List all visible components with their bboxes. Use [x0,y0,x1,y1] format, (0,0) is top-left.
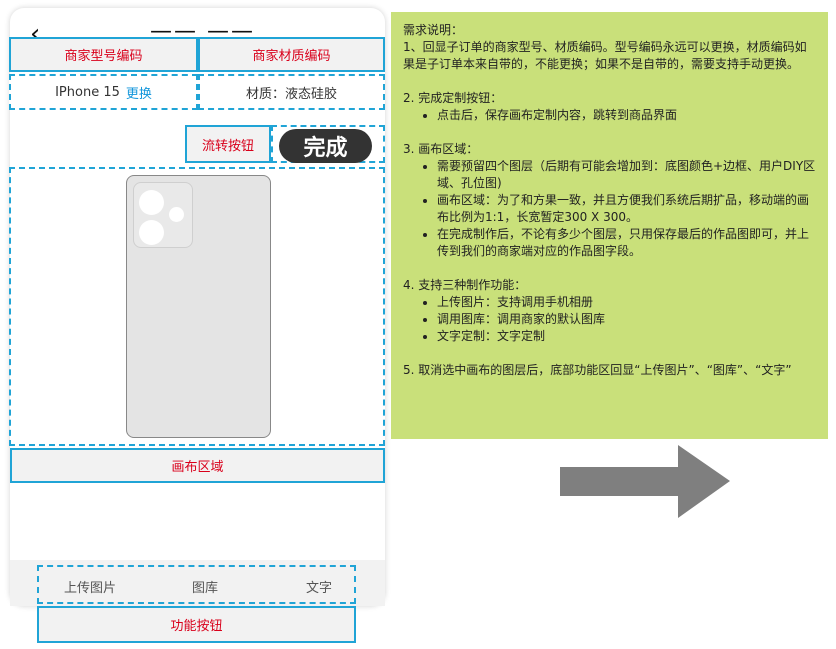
flash-icon [169,207,184,222]
camera-lens-icon [139,220,164,245]
right-arrow-icon [560,445,730,518]
bottom-toolbar [10,560,385,606]
text-tab[interactable]: 文字 [306,581,333,596]
note-item-3-title: 3. 画布区域： [403,142,479,156]
note-bullet: 需要预留四个图层（后期有可能会增加到：底图颜色+边框、用户DIY区域、孔位图) [437,158,816,192]
material-code-label: 商家材质编码 [198,37,385,72]
note-bullet: 画布区域：为了和方果一致，并且方便我们系统后期扩品，移动端的画布比例为1:1，长… [437,192,816,226]
note-bullet: 调用图库：调用商家的默认图库 [437,311,816,328]
camera-lens-icon [139,190,164,215]
material-value: 材质：液态硅胶 [198,74,385,110]
function-area [37,565,356,604]
change-model-link[interactable]: 更换 [125,86,152,102]
canvas-area[interactable] [9,167,385,446]
note-item-5: 5. 取消选中画布的图层后，底部功能区回显“上传图片”、“图库”、“文字” [403,363,792,377]
model-value-row: IPhone 15 更换 [9,74,198,110]
material-value-text: 材质：液态硅胶 [245,86,337,102]
note-item-2-title: 2. 完成定制按钮： [403,91,503,105]
requirements-note: 需求说明： 1、回显子订单的商家型号、材质编码。型号编码永远可以更换，材质编码如… [391,12,828,439]
note-item-1: 1、回显子订单的商家型号、材质编码。型号编码永远可以更换，材质编码如果是子订单本… [403,40,807,71]
model-code-label: 商家型号编码 [9,37,198,72]
upload-image-tab[interactable]: 上传图片 [64,581,117,596]
note-bullet: 点击后，保存画布定制内容，跳转到商品界面 [437,107,816,124]
note-bullet: 在完成制作后，不论有多少个图层，只用保存最后的作品图即可，并上传到我们的商家端对… [437,226,816,260]
function-button-label: 功能按钮 [37,606,356,643]
back-icon[interactable]: ‹ [30,19,41,49]
note-item-4-title: 4. 支持三种制作功能： [403,278,527,292]
model-value: IPhone 15 [55,84,120,100]
done-button[interactable]: 完成 [279,129,372,163]
note-bullet: 上传图片：支持调用手机相册 [437,294,816,311]
note-title: 需求说明： [403,23,464,37]
gallery-tab[interactable]: 图库 [192,581,219,596]
canvas-area-label: 画布区域 [10,448,385,483]
flow-button-label: 流转按钮 [185,125,271,163]
note-bullet: 文字定制：文字定制 [437,328,816,345]
